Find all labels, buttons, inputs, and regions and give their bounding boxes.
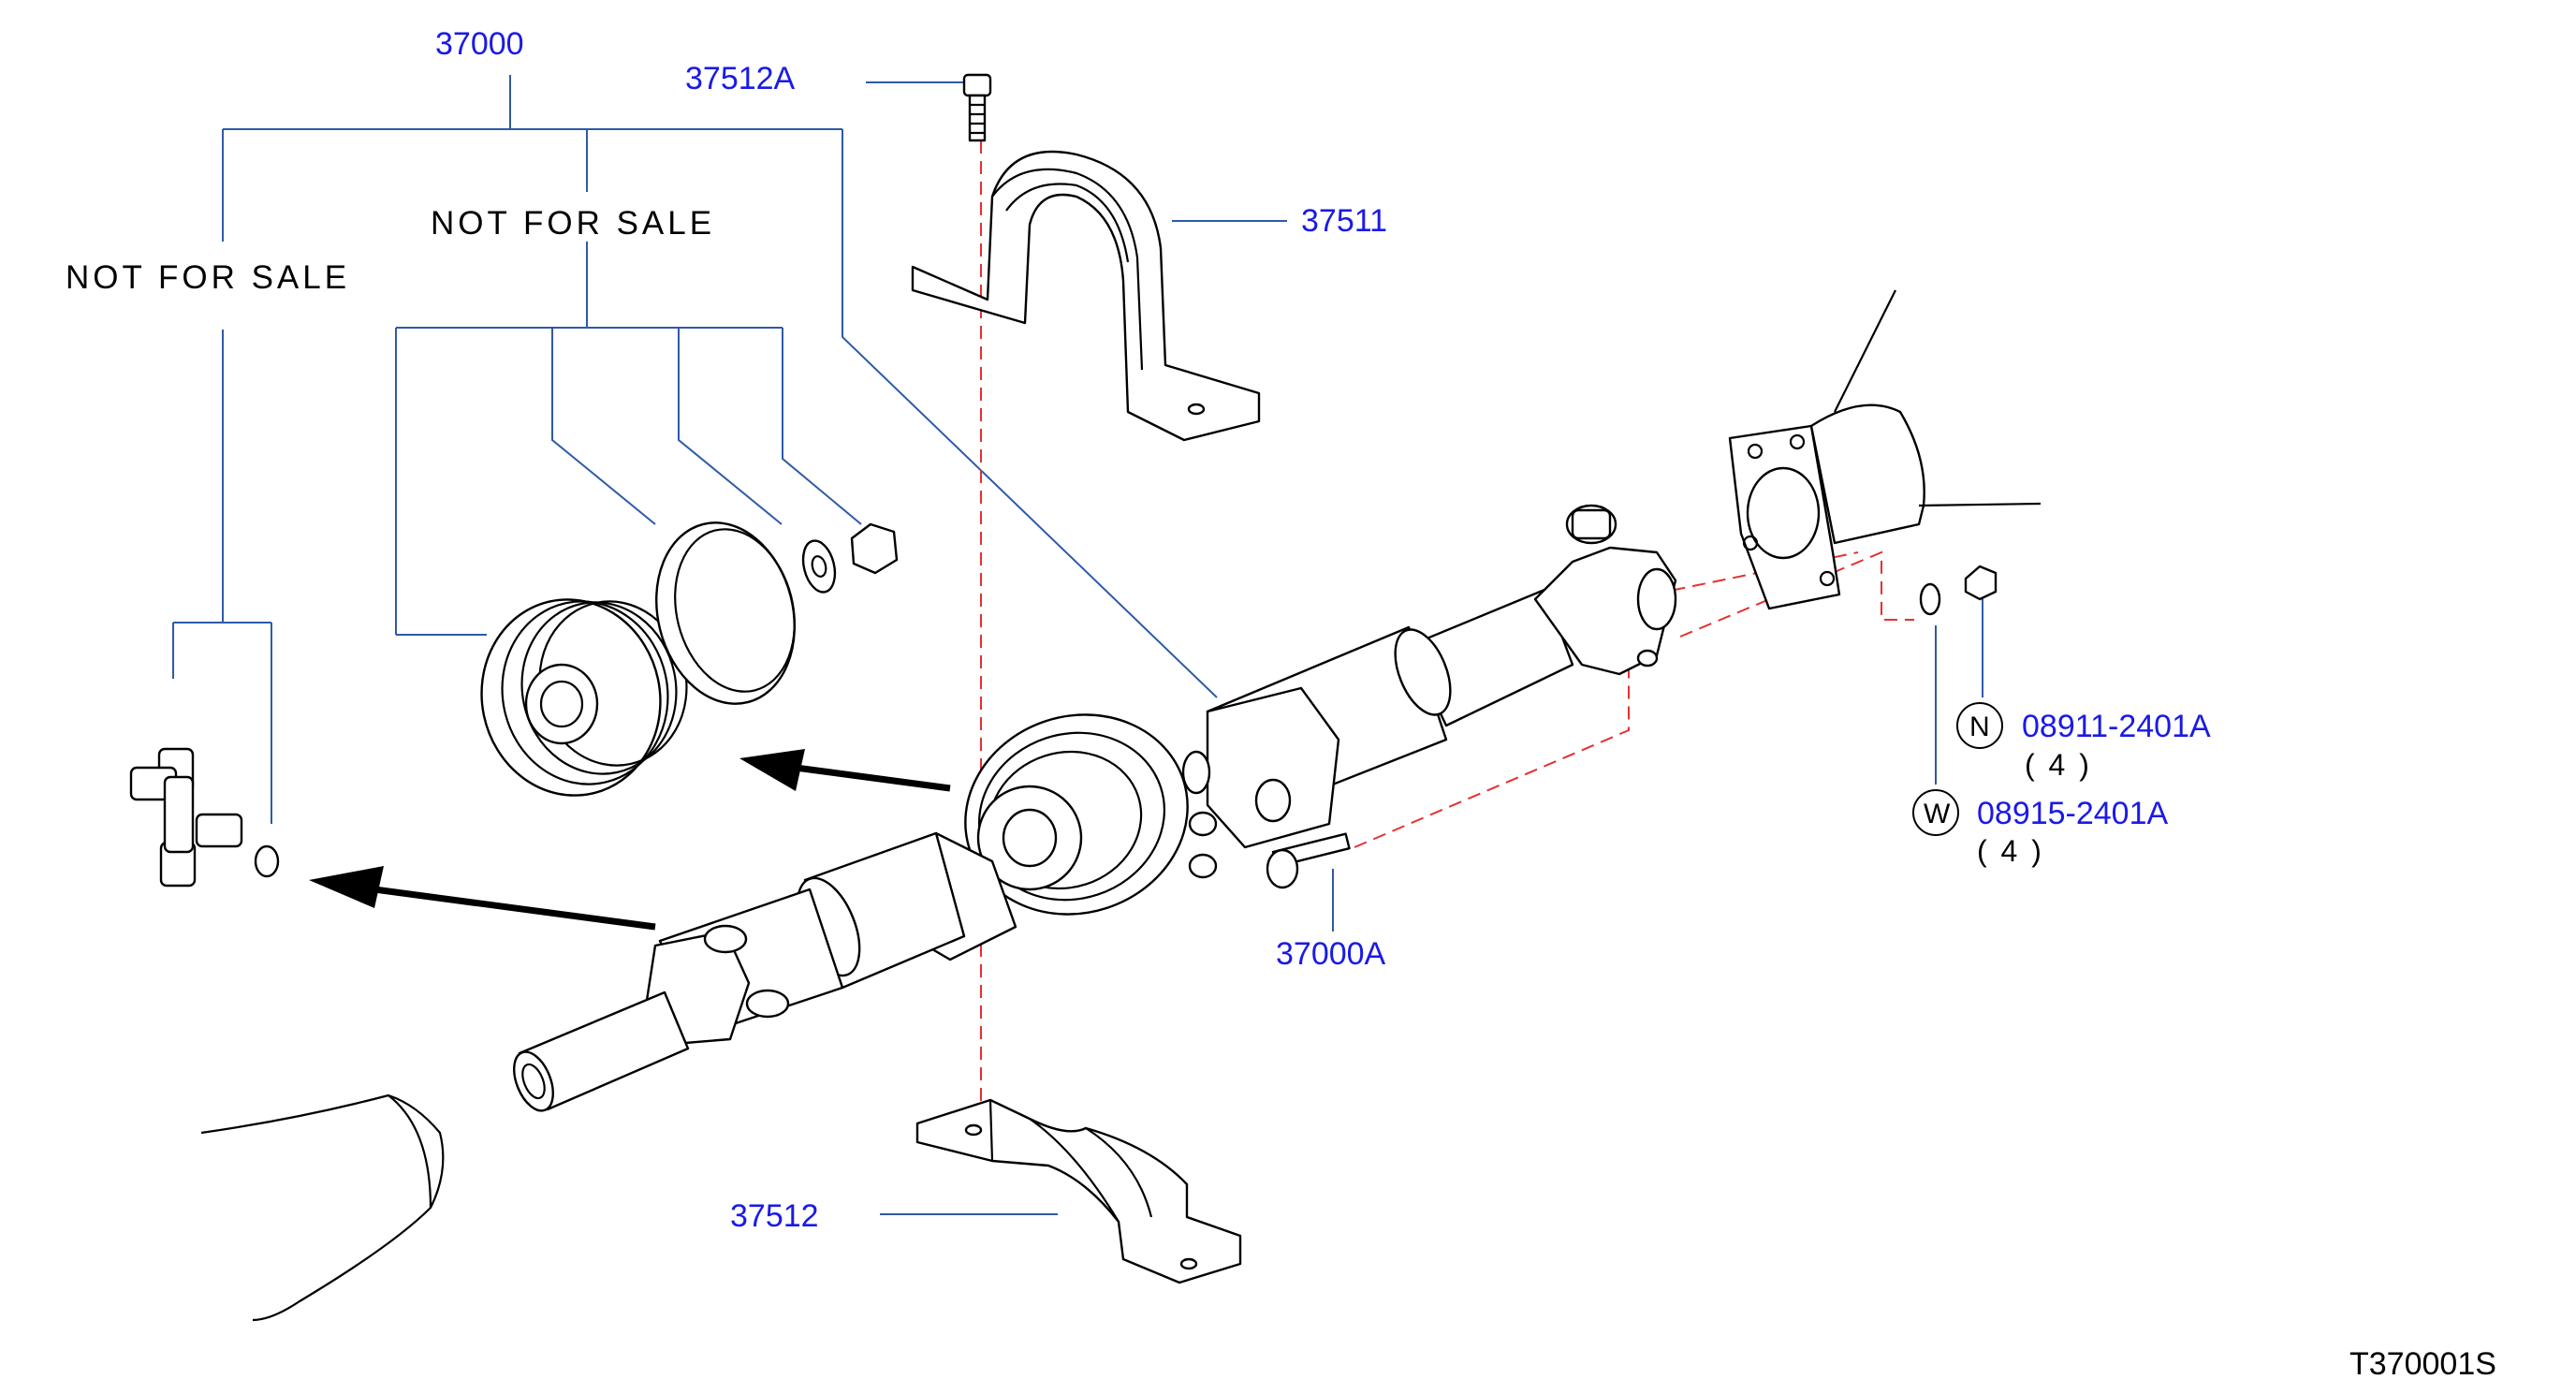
bolt-37512a-drawing <box>962 73 992 142</box>
label-37512: 37512 <box>730 1198 819 1234</box>
flange-bolt-drawing <box>1266 832 1351 889</box>
label-washer-quantity: ( 4 ) <box>1977 834 2044 868</box>
nut-symbol-icon <box>1956 702 2003 749</box>
center-bearing-exploded-drawing <box>480 521 899 797</box>
note-not-for-sale-center: NOT FOR SALE <box>431 205 715 242</box>
lower-bracket-37512-drawing <box>915 1098 1242 1284</box>
transmission-housing-drawing <box>200 1093 445 1322</box>
label-37000: 37000 <box>435 26 524 62</box>
label-37512a: 37512A <box>685 61 796 96</box>
labels: 37000 37512A 37511 37512 37000A NOT FOR … <box>66 26 2496 1382</box>
label-nut-quantity: ( 4 ) <box>2025 748 2092 782</box>
washer-symbol-icon <box>1912 789 1959 836</box>
nut-washer-drawing <box>1919 565 1998 616</box>
nut-symbol-letter: N <box>1969 712 1990 742</box>
label-37511: 37511 <box>1301 203 1387 239</box>
label-37000a: 37000A <box>1276 936 1386 972</box>
direction-arrows <box>309 749 951 931</box>
universal-joint-drawing <box>129 747 280 888</box>
note-not-for-sale-left: NOT FOR SALE <box>66 259 350 296</box>
rear-axle-flange-drawing <box>1728 289 2042 610</box>
propeller-shaft-drawing <box>513 504 1677 1112</box>
label-nut-part-no: 08911-2401A <box>2022 709 2211 744</box>
leader-lines <box>172 75 1983 1215</box>
label-washer-part-no: 08915-2401A <box>1977 796 2169 831</box>
upper-bracket-37511-drawing <box>911 150 1261 442</box>
figure-code: T370001S <box>2349 1346 2496 1382</box>
washer-symbol-letter: W <box>1924 799 1951 829</box>
